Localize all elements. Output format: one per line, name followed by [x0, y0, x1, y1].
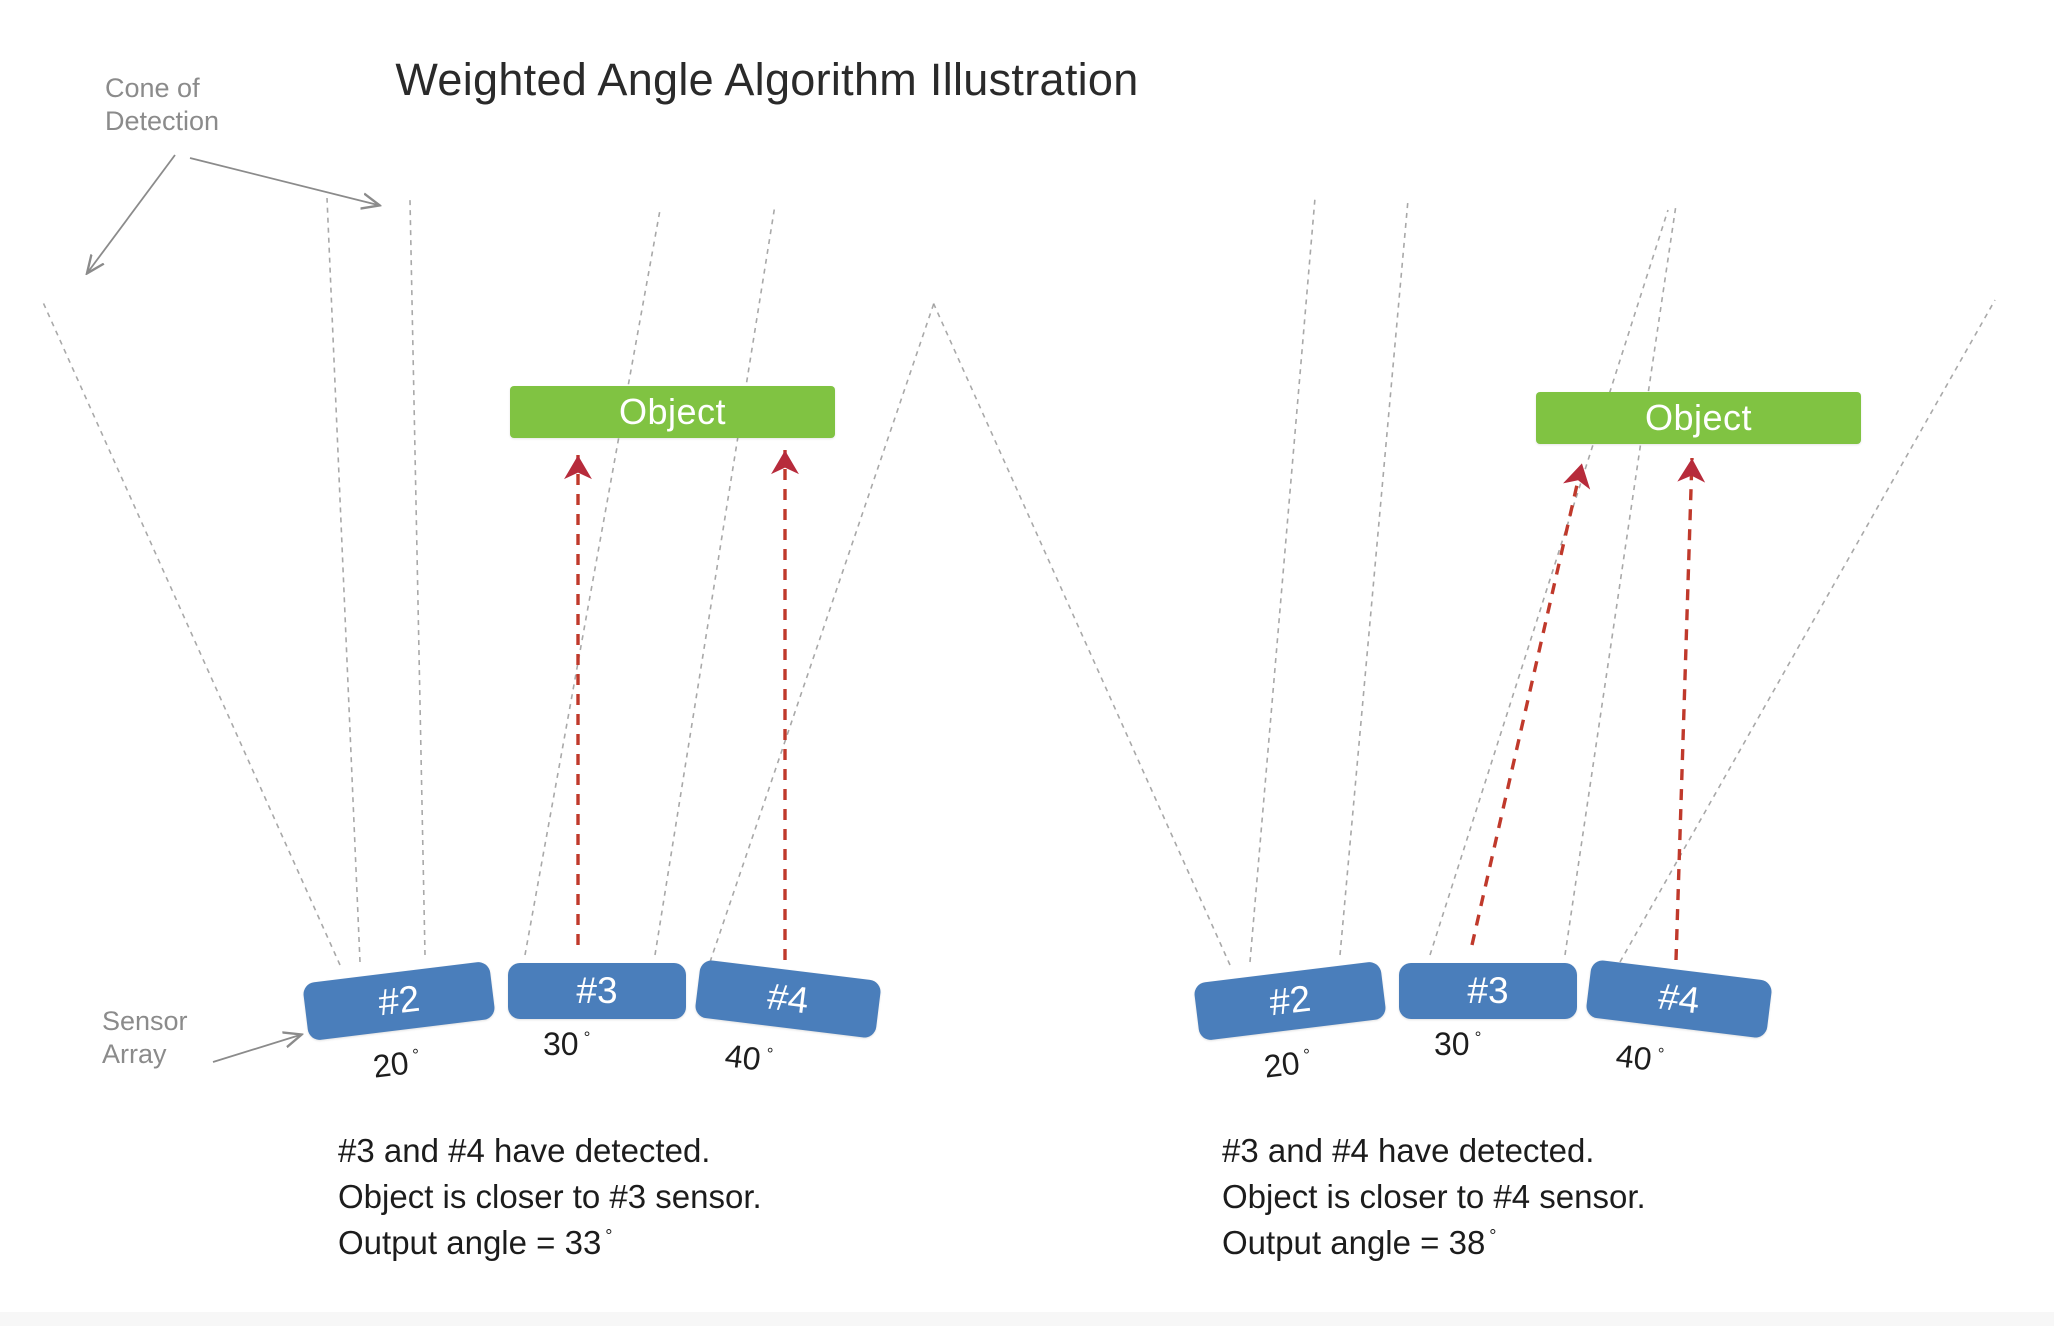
object-box-left: Object [510, 386, 835, 438]
sensor-left-2-label: #2 [376, 977, 422, 1024]
angle-value-right-2: 20 [1261, 1044, 1302, 1085]
sensor-left-3-label: #3 [576, 970, 618, 1011]
degree-symbol-left-3: ° [583, 1028, 591, 1048]
angle-label-right-3: 30° [1434, 1026, 1481, 1063]
detection-arrow-right-sensor3 [1470, 462, 1591, 946]
angle-value-right-4: 40 [1614, 1037, 1654, 1078]
sensor-right-3-label: #3 [1467, 970, 1509, 1011]
cone-of-detection-label: Cone of Detection [105, 73, 220, 136]
description-left-output: Output angle = 33 [338, 1224, 602, 1262]
description-left-line-3: Output angle = 33° [338, 1220, 762, 1266]
angle-value-left-4: 40 [723, 1037, 763, 1078]
degree-symbol-output-right: ° [1489, 1226, 1497, 1247]
angle-value-left-3: 30 [543, 1026, 579, 1062]
angle-value-left-2: 20 [370, 1044, 411, 1085]
sensor-right-4-label: #4 [1656, 975, 1702, 1022]
cone-annotation-arrow-right [189, 157, 378, 205]
object-box-right: Object [1536, 392, 1861, 444]
detection-arrows-left [564, 450, 799, 960]
description-left-line-1: #3 and #4 have detected. [338, 1132, 711, 1169]
degree-symbol-right-3: ° [1474, 1028, 1482, 1048]
bottom-band [0, 1312, 2054, 1326]
annotation-arrows [88, 154, 378, 1063]
sensor-array-label: Sensor Array [102, 1006, 188, 1069]
description-right-line-2: Object is closer to #4 sensor. [1222, 1178, 1646, 1216]
cone-of-detection-right [931, 197, 1996, 966]
angle-label-left-2: 20° [371, 1043, 423, 1086]
cone-annotation-arrow-left [88, 154, 176, 272]
degree-symbol-output-left: ° [605, 1226, 613, 1247]
sensor-left-3[interactable]: #3 [508, 963, 686, 1019]
description-left: #3 and #4 have detected. Object is close… [338, 1128, 762, 1267]
sensor-array-annotation-arrow [212, 1035, 300, 1063]
detection-arrow-right-sensor4 [1674, 457, 1706, 961]
sensor-left-4-label: #4 [765, 975, 811, 1022]
angle-label-left-4: 40° [723, 1037, 775, 1080]
description-right-line-1: #3 and #4 have detected. [1222, 1132, 1595, 1169]
angle-label-right-2: 20° [1262, 1043, 1314, 1086]
sensor-right-3[interactable]: #3 [1399, 963, 1577, 1019]
page-title: Weighted Angle Algorithm Illustration [0, 54, 2054, 106]
description-right-line-3: Output angle = 38° [1222, 1220, 1646, 1266]
angle-label-left-3: 30° [543, 1026, 590, 1063]
page-title-text: Weighted Angle Algorithm Illustration [395, 54, 1139, 105]
sensor-right-2-label: #2 [1267, 977, 1313, 1024]
cone-of-detection-left [41, 197, 936, 966]
description-left-line-2: Object is closer to #3 sensor. [338, 1178, 762, 1216]
description-right: #3 and #4 have detected. Object is close… [1222, 1128, 1646, 1267]
angle-value-right-3: 30 [1434, 1026, 1470, 1062]
detection-arrows-right [1470, 457, 1706, 961]
angle-label-right-4: 40° [1614, 1037, 1666, 1080]
description-right-output: Output angle = 38 [1222, 1224, 1486, 1262]
